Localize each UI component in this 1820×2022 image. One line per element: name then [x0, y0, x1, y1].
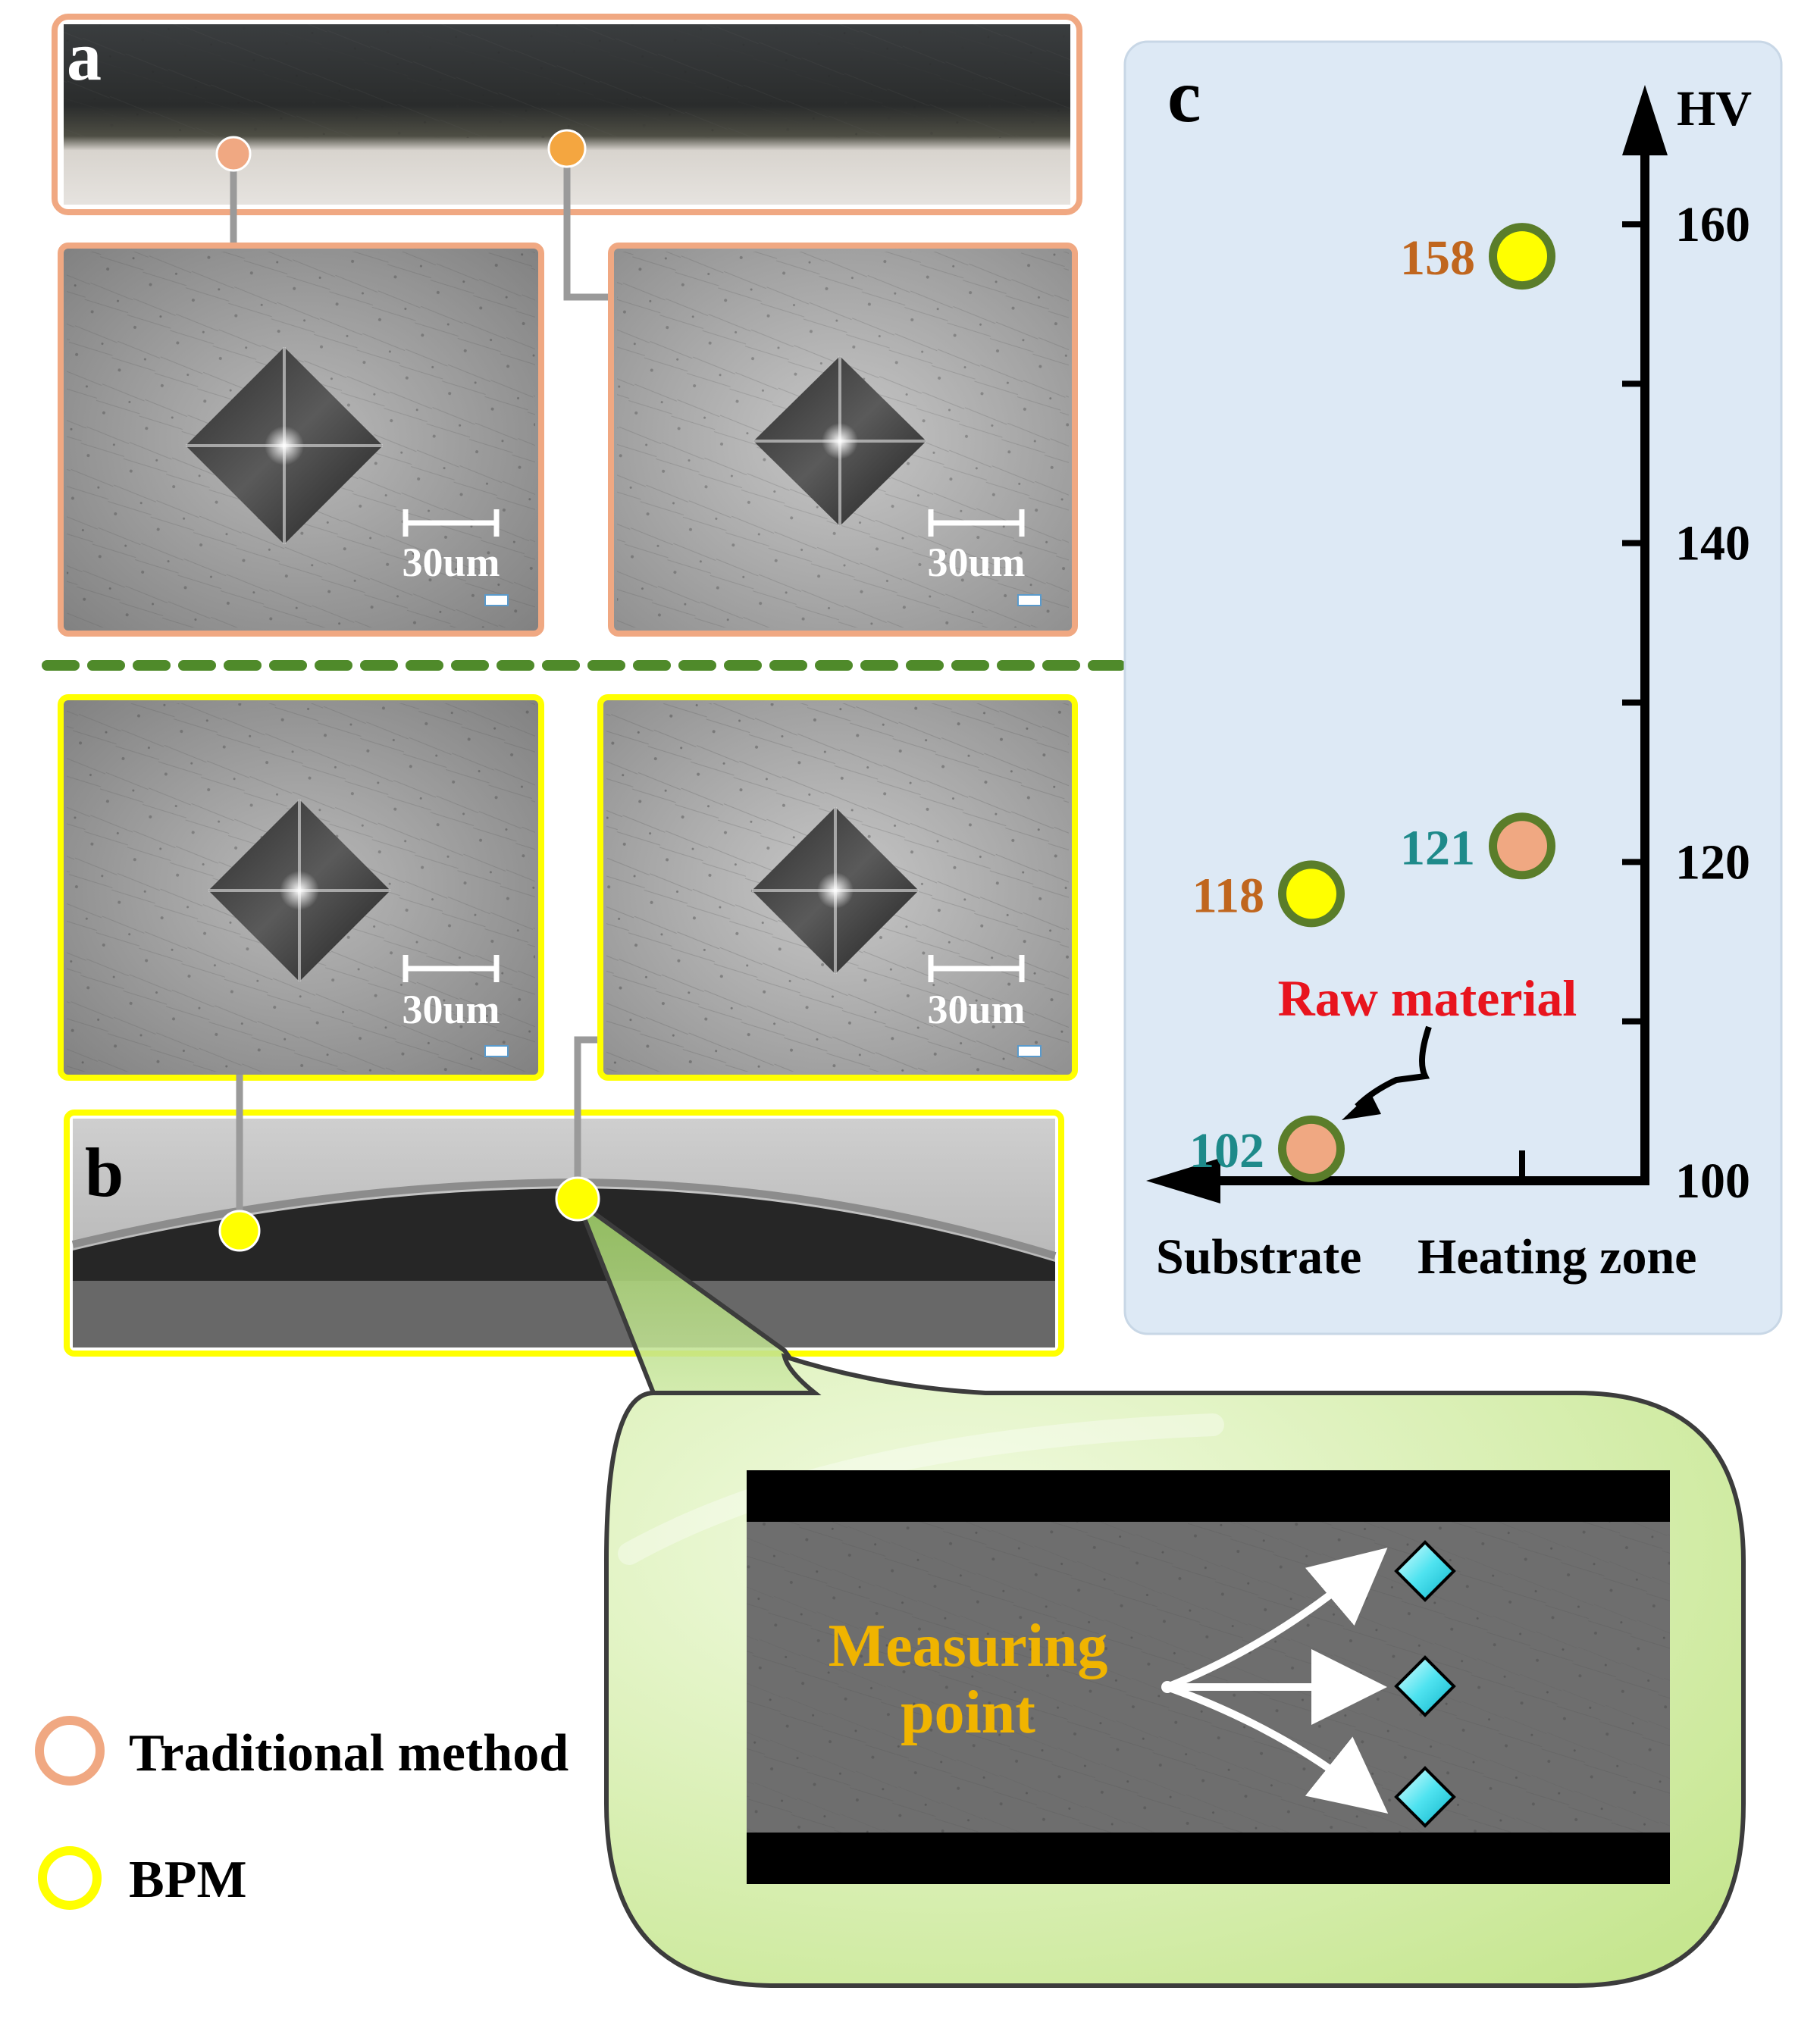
data-point-label: 121 [1400, 820, 1475, 875]
data-points: 102 121 118 158 [1189, 223, 1555, 1182]
panel-b-label: b [85, 1134, 124, 1211]
annotation-arrow-icon [1342, 1093, 1381, 1120]
data-point-label: 158 [1400, 230, 1475, 286]
scale-bar-label: 30um [927, 987, 1025, 1032]
y-tick-label: 140 [1675, 516, 1750, 571]
data-point [1497, 821, 1547, 872]
y-tick-label: 100 [1675, 1153, 1750, 1209]
legend-bpm-swatch [38, 1846, 102, 1910]
panel-a-label: a [67, 17, 102, 95]
micrograph-b-left: 30um [58, 694, 544, 1081]
scale-bar-label: 30um [402, 540, 500, 585]
callout-text-line1: Measuring [829, 1613, 1108, 1679]
legend: Traditional method BPM [35, 1716, 569, 1910]
y-axis-label: HV [1677, 81, 1752, 136]
measuring-arrows [1161, 1548, 1389, 1814]
scale-bar-label: 30um [927, 540, 1025, 585]
data-point-label: 102 [1189, 1123, 1264, 1178]
x-tick-label-heating-zone: Heating zone [1417, 1229, 1696, 1285]
data-point [1497, 231, 1547, 282]
bpm-marker-substrate [218, 1210, 261, 1252]
scale-bar: 30um [402, 955, 509, 1057]
y-axis-arrow-icon [1622, 85, 1668, 155]
legend-traditional-swatch [35, 1716, 105, 1786]
x-ticks: Substrate Heating zone [1156, 1150, 1696, 1285]
scale-bar-label: 30um [402, 987, 500, 1032]
measuring-point-diamond-icon [1394, 1655, 1456, 1717]
raw-material-annotation: Raw material [1278, 969, 1577, 1027]
callout-text-line2: point [901, 1679, 1035, 1746]
connector-a-right [563, 155, 612, 301]
hardness-chart: HV 100 120 140 160 Substrate Heating zone 10… [1146, 81, 1752, 1285]
traditional-marker-substrate [215, 136, 252, 172]
panel-a: a 30um [52, 14, 1082, 637]
data-point [1286, 1123, 1336, 1174]
y-tick-label: 120 [1675, 834, 1750, 890]
connector-b-right [574, 1036, 597, 1188]
data-point [1286, 869, 1336, 919]
measuring-point-diamond-icon [1394, 1766, 1456, 1828]
measuring-point-callout: Measuring point [604, 1353, 1746, 1988]
measuring-point-diamond-icon [1394, 1540, 1456, 1602]
x-axis-arrow-icon [1146, 1158, 1220, 1203]
bpm-marker-heating [555, 1176, 600, 1222]
panel-c-label: c [1167, 54, 1201, 138]
y-tick-label: 160 [1675, 197, 1750, 252]
scale-bar: 30um [927, 955, 1042, 1057]
traditional-marker-heating [547, 129, 587, 168]
legend-bpm-label: BPM [129, 1851, 247, 1909]
scale-bar: 30um [927, 509, 1042, 606]
y-ticks: 100 120 140 160 [1622, 197, 1750, 1209]
panel-a-texture [64, 24, 1070, 138]
scale-bar: 30um [402, 509, 509, 606]
panel-b: 30um 30um b [58, 694, 1078, 1395]
legend-traditional-label: Traditional method [129, 1724, 569, 1783]
x-tick-label-substrate: Substrate [1156, 1229, 1361, 1285]
micrograph-b-right: 30um [597, 694, 1078, 1081]
panel-c-background [1123, 40, 1783, 1335]
panel-c: c HV 100 120 140 160 Substrate Heating zone … [1123, 40, 1783, 1335]
data-point-label: 118 [1192, 868, 1264, 923]
micrograph-a-left: 30um [58, 243, 544, 637]
micrograph-a-right: 30um [608, 243, 1078, 637]
